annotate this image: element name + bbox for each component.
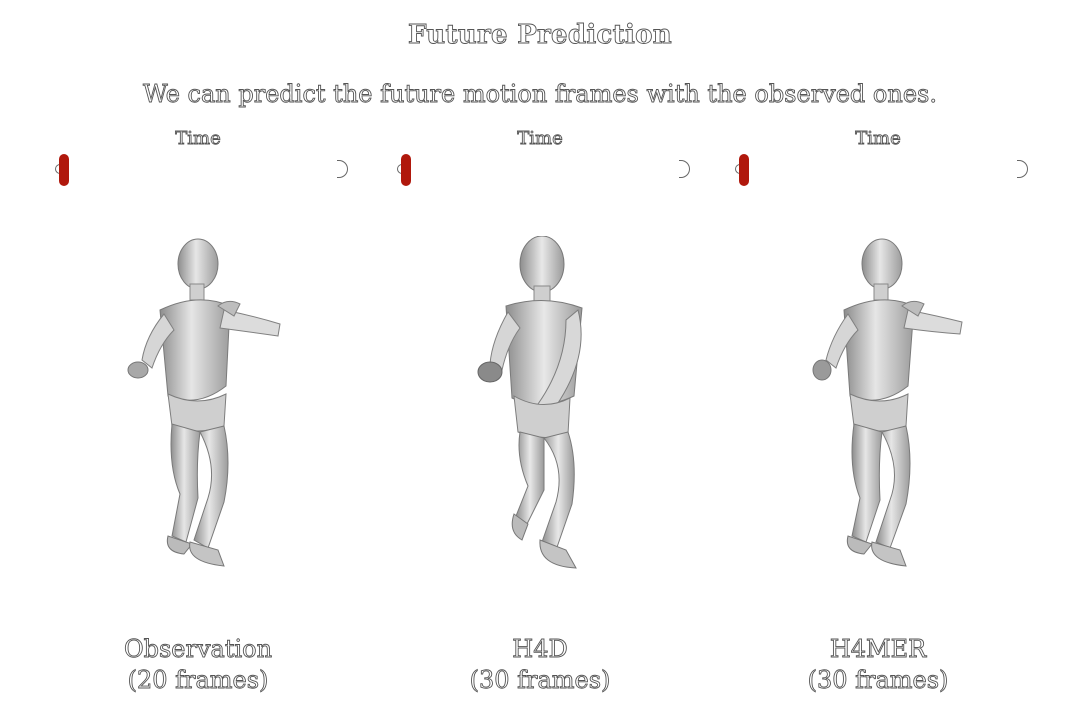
human-mesh-render [127, 238, 281, 567]
panel-observation: Time [28, 126, 368, 716]
slider-thumb[interactable] [59, 154, 69, 186]
caption: H4MER (30 frames) [708, 634, 1048, 696]
panel-h4d: Time H4D (30 frames) [370, 126, 710, 716]
time-slider[interactable] [735, 154, 1028, 186]
page-subtitle: We can predict the future motion frames … [143, 80, 938, 109]
human-mesh-render [812, 238, 963, 567]
caption-frames: (30 frames) [807, 666, 949, 695]
slider-track[interactable] [402, 167, 680, 169]
slider-start-cap [55, 164, 60, 174]
slider-end-cap [679, 160, 690, 178]
caption: H4D (30 frames) [370, 634, 710, 696]
human-mesh-render [477, 235, 583, 569]
caption-method: H4D [512, 635, 568, 664]
human-mesh-figure [748, 236, 1008, 596]
page-title: Future Prediction [407, 20, 673, 51]
time-label: Time [517, 128, 563, 150]
time-label: Time [175, 128, 221, 150]
caption-frames: (20 frames) [127, 666, 269, 695]
slider-end-cap [337, 160, 348, 178]
time-label: Time [855, 128, 901, 150]
time-slider[interactable] [55, 154, 348, 186]
panel-h4mer: Time H4MER (30 frame [708, 126, 1048, 716]
human-mesh-figure [68, 236, 328, 596]
human-mesh-figure [410, 235, 670, 596]
slider-track[interactable] [740, 167, 1018, 169]
slider-thumb[interactable] [739, 154, 749, 186]
caption-method: H4MER [829, 635, 927, 664]
slider-start-cap [397, 164, 402, 174]
slider-start-cap [735, 164, 740, 174]
caption: Observation (20 frames) [28, 634, 368, 696]
caption-frames: (30 frames) [469, 666, 611, 695]
time-slider[interactable] [397, 154, 690, 186]
caption-method: Observation [123, 635, 273, 664]
slider-end-cap [1017, 160, 1028, 178]
slider-track[interactable] [60, 167, 338, 169]
slider-thumb[interactable] [401, 154, 411, 186]
